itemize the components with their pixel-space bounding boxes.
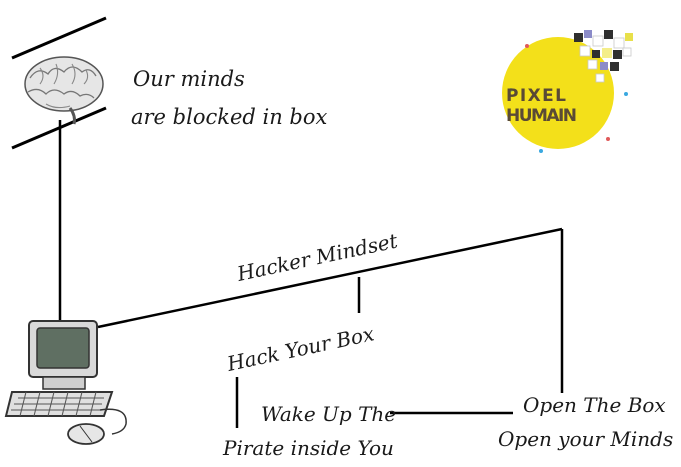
brain-icon — [24, 56, 104, 125]
label-hacker-mindset: Hacker Mindset — [234, 228, 400, 286]
label-wake-up-line-1: Wake Up The — [261, 402, 396, 426]
label-open-box-line-2: Open your Minds — [498, 427, 673, 451]
logo-dot-green — [509, 88, 513, 92]
logo-dot-blue-2 — [539, 149, 543, 153]
label-wake-up-line-2: Pirate inside You — [222, 436, 394, 460]
caption-line-2: are blocked in box — [131, 105, 327, 129]
box-top-line — [11, 16, 107, 60]
label-open-box-line-1: Open The Box — [523, 393, 666, 417]
caption-line-1: Our minds — [133, 67, 245, 91]
label-hack-your-box: Hack Your Box — [224, 321, 376, 376]
logo-line-1: PIXEL — [506, 86, 566, 106]
logo-dot-red-2 — [606, 137, 610, 141]
logo-dot-red — [525, 44, 529, 48]
pixel-squares — [574, 30, 633, 83]
logo-dot-blue — [624, 92, 628, 96]
hacker-mindset-line — [97, 227, 563, 329]
mouse-icon — [67, 408, 127, 445]
pixel-humain-logo: PIXEL HUMAIN — [502, 30, 633, 153]
logo-line-2: HUMAIN — [506, 106, 577, 126]
computer-icon — [4, 320, 114, 417]
